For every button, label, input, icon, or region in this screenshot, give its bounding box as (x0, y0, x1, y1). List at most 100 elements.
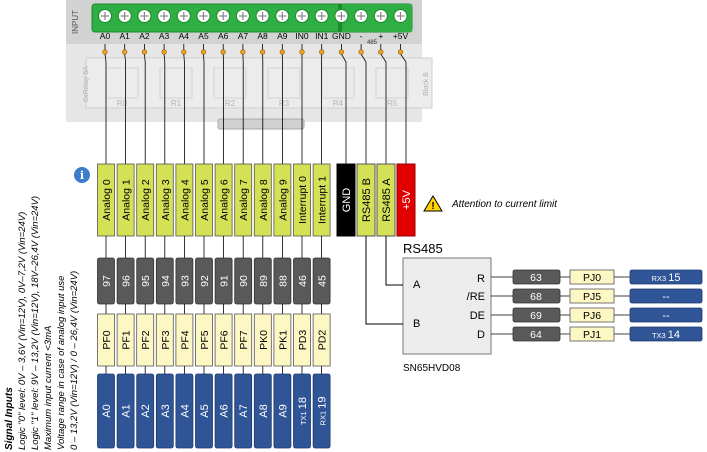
terminal-wire (163, 44, 166, 164)
function-label: Interrupt 0 (297, 176, 309, 224)
rs485-mark: 485 (367, 40, 378, 46)
arduino-number: 19 (317, 397, 329, 409)
rs485-port-box (569, 326, 615, 342)
plus5v-box (396, 163, 416, 237)
wire-dot (279, 49, 285, 55)
rs485-arduino-label: RX3 15 (652, 272, 681, 284)
function-label: Analog 3 (160, 179, 172, 221)
arduino-number: 14 (668, 329, 680, 341)
note-line-5: 0 – 13,2V (Vin=12V) / 0 – 26,4V (Vin=24V… (69, 271, 80, 450)
pin-label: 97 (101, 275, 113, 287)
arduino-box (116, 373, 135, 449)
terminal-label: + (378, 31, 383, 41)
terminal-label: +5V (393, 31, 409, 41)
wire-dot (338, 49, 345, 55)
rs485-port-box (569, 307, 615, 323)
terminal-wire (360, 44, 367, 164)
terminal-label: A8 (257, 31, 268, 41)
rs485-port-label: PJ0 (583, 272, 601, 284)
chip-pin-re: /RE (467, 291, 485, 303)
terminal-label: A7 (238, 31, 249, 41)
terminal-screw (373, 9, 388, 23)
warning-triangle-icon: ! (423, 195, 443, 212)
terminal-label: A9 (277, 31, 288, 41)
terminal-label: A5 (198, 31, 209, 41)
terminal-screw (176, 9, 191, 23)
wire-dot (200, 49, 207, 55)
rs485-pin-box (512, 326, 561, 342)
chip-pin-d: D (477, 329, 485, 341)
terminal-label: - (360, 31, 363, 41)
terminal-screw (255, 9, 270, 23)
note-line-3: Maximum input current <3mA (43, 326, 54, 450)
rs485-arduino-box (629, 288, 703, 304)
wire-dot (141, 49, 147, 55)
port-label: PF1 (121, 330, 133, 349)
relay-outline (159, 67, 193, 99)
arduino-box (175, 373, 194, 449)
svg-text:!: ! (431, 201, 434, 212)
pin-label: 89 (258, 275, 270, 287)
port-label: PF4 (179, 330, 191, 349)
arduino-label: A9 (277, 404, 289, 417)
chip-label: SN65HVD08 (403, 363, 461, 374)
module-clip (217, 118, 305, 130)
module-label: 6xRelay 6A (83, 66, 90, 102)
terminal-label: A1 (119, 31, 130, 41)
rs485-pin-box (512, 288, 561, 304)
terminal-wire (203, 44, 205, 164)
terminal-label: IN1 (315, 31, 329, 41)
terminal-wire (104, 44, 107, 164)
arduino-label: A1 (121, 404, 133, 417)
pin-label: 92 (199, 275, 211, 287)
chip-pin-r: R (477, 273, 485, 285)
note-line-2: Logic "1" level: 9V – 13,2V (Vin=12V), 1… (30, 196, 41, 450)
rs485-port-box (569, 288, 615, 304)
rs485-arduino-label: TX3 14 (652, 329, 680, 341)
arduino-box (273, 373, 292, 449)
terminal-wire (143, 44, 146, 164)
relay-outline (375, 67, 409, 99)
arduino-box (312, 373, 331, 449)
svg-text:i: i (80, 169, 84, 182)
pin-label: 96 (121, 275, 133, 287)
arduino-box (293, 373, 311, 449)
arduino-box (97, 373, 115, 449)
wire-dot (181, 49, 187, 55)
rs485-pin-label: 69 (530, 310, 542, 322)
arduino-prefix: RX1 (319, 409, 328, 426)
rs485-pin-label: 63 (530, 272, 542, 284)
port-label: PK1 (277, 330, 289, 350)
wire-dot (102, 49, 108, 55)
arduino-label: A7 (238, 404, 250, 417)
terminal-screws (98, 9, 408, 23)
port-label: PF3 (160, 330, 172, 349)
rs485-a-label: RS485 A (381, 178, 393, 222)
terminal-wires (102, 44, 407, 164)
arduino-label: RX1 19 (317, 397, 329, 426)
rs485-pin-label: 64 (530, 329, 542, 341)
signal-notes: Signal Inputs Logic "0" level: 0V – 3,6V… (4, 196, 80, 450)
pin-label: 94 (160, 275, 172, 287)
gnd-box (336, 163, 356, 237)
relay-outline (267, 67, 301, 99)
arduino-label: A4 (179, 404, 191, 417)
port-label: PF5 (199, 330, 211, 349)
note-line-4: Voltage range in case of analog input us… (56, 276, 67, 450)
function-label: Analog 5 (199, 179, 211, 221)
pin-label: 46 (297, 275, 309, 287)
wire-dot (319, 49, 325, 55)
wire-dot (240, 49, 246, 55)
